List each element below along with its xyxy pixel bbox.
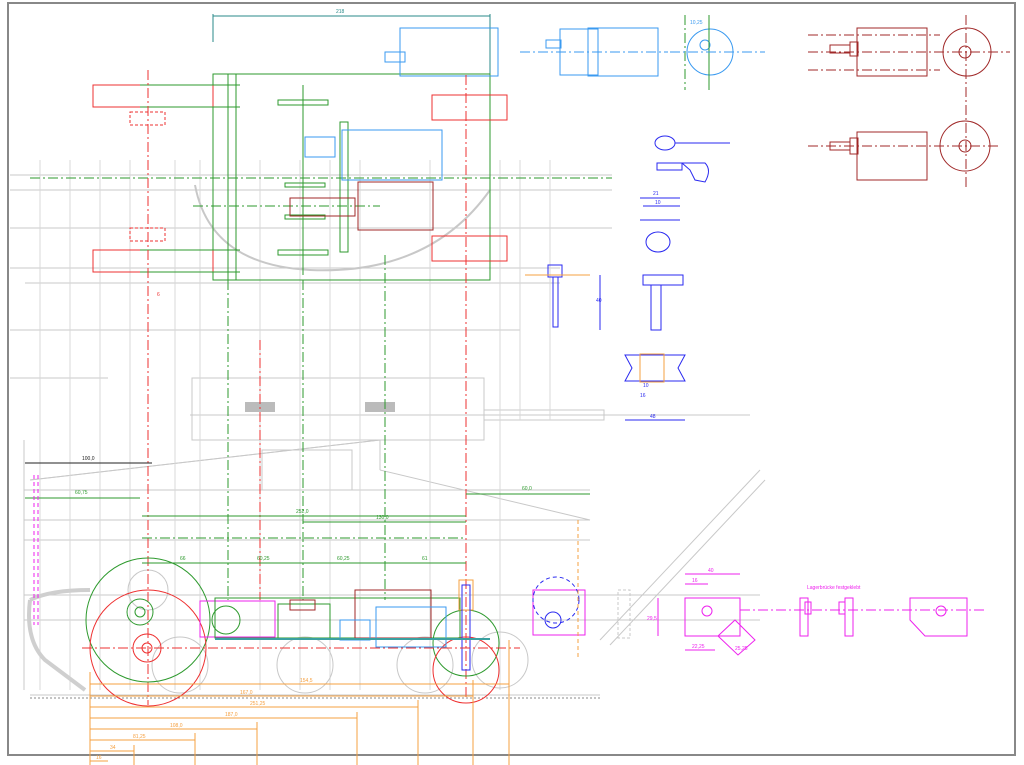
dim-seg2: 60,25 [257, 556, 270, 562]
part-dim-5: 10 [643, 383, 649, 389]
dim-left-offset: 60,75 [75, 490, 88, 496]
chassis-outline [10, 160, 766, 699]
top-view-assembly: 218 6 [30, 9, 612, 298]
baseline-dim-7: 34 [110, 745, 116, 751]
dim-small: 6 [157, 292, 160, 298]
dim-seg3: 60,25 [337, 556, 350, 562]
bracket-dim-height: 29,5 [647, 616, 657, 622]
baseline-dim-6: 81,25 [133, 734, 146, 740]
part-dim-1: 21 [653, 191, 659, 197]
baseline-dim-8: 16 [96, 755, 102, 761]
part-dim-6: 48 [650, 414, 656, 420]
bracket-dim-bottom: 22,25 [692, 644, 705, 650]
dim-motor: 10,25 [690, 20, 703, 26]
baseline-dim-5: 108,0 [170, 723, 183, 729]
drive-wheel-green [85, 557, 211, 683]
dim-seg4: 61 [422, 556, 428, 562]
baseline-dim-4: 187,0 [225, 712, 238, 718]
baseline-dimensions: 154,5 167,0 251,25 187,0 108,0 81,25 34 … [89, 640, 510, 765]
bracket-dim-angled: 25,25 [735, 646, 748, 652]
part-dim-4: 16 [640, 393, 646, 399]
bracket-dim-width: 40 [708, 568, 714, 574]
dim-overall: 100,0 [82, 456, 95, 462]
red-motor-views [808, 15, 1010, 190]
dim-width: 218 [336, 9, 345, 15]
part-dim-3: 40 [596, 298, 602, 304]
center-lines [147, 70, 467, 705]
baseline-dim-2: 167,0 [240, 690, 253, 696]
side-view-assembly: 100,0 60,75 60,0 252,0 130,0 66 60,25 60… [25, 456, 631, 707]
sheet-border [7, 2, 1016, 756]
bracket-views: 40 16 29,5 22,25 25,25 Lagerbrücke festg… [647, 568, 985, 656]
baseline-dim-3: 251,25 [250, 701, 266, 707]
baseline-dim-1: 154,5 [300, 678, 313, 684]
bracket-note: Lagerbrücke festgeklebt [807, 585, 861, 591]
linkage-part: 21 10 40 16 10 48 [525, 135, 730, 421]
part-dim-2: 10 [655, 200, 661, 206]
dim-right-offset: 60,0 [522, 486, 532, 492]
blue-motor-views: 10,25 [520, 15, 765, 90]
bracket-dim-inner: 16 [692, 578, 698, 584]
dim-seg1: 66 [180, 556, 186, 562]
dim-inner: 130,0 [376, 515, 389, 521]
dim-span: 252,0 [296, 509, 309, 515]
